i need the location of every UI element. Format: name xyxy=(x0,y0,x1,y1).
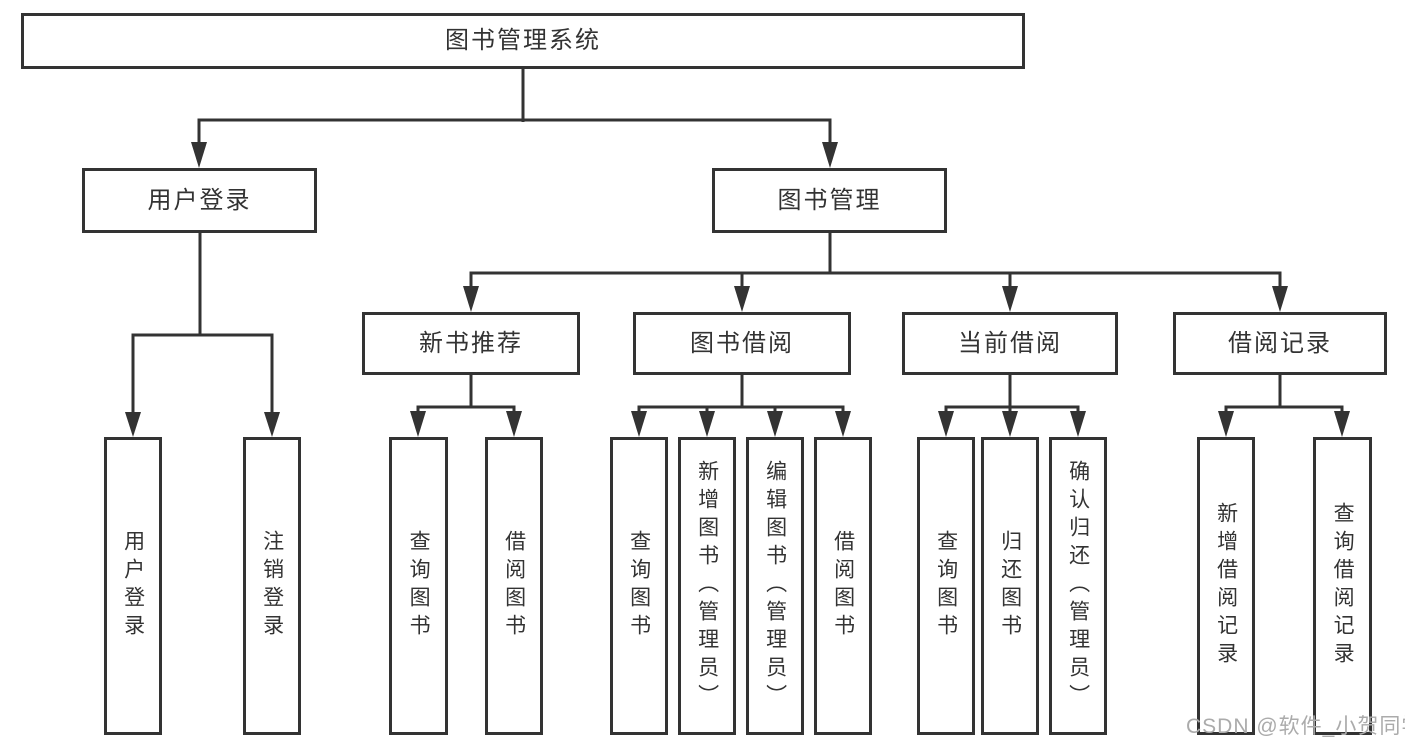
connector-newbook-branch xyxy=(416,405,516,417)
arrowhead-leaf-nb-query xyxy=(410,411,426,437)
arrowhead-records xyxy=(1272,286,1288,312)
arrowhead-userlogin xyxy=(191,142,207,168)
leaf-current-return-books: 归还图书 xyxy=(981,437,1039,735)
arrowhead-newbook xyxy=(463,286,479,312)
arrowhead-bookborrow xyxy=(734,286,750,312)
arrowhead-leaf-bb-add xyxy=(699,411,715,437)
leaf-borrow-edit-books-admin: 编辑图书（管理员） xyxy=(746,437,804,735)
arrowhead-leaf-bb-query xyxy=(631,411,647,437)
leaf-records-query-record: 查询借阅记录 xyxy=(1313,437,1372,735)
node-new-book-recommend: 新书推荐 xyxy=(362,312,580,375)
arrowhead-leaf-nb-borrow xyxy=(506,411,522,437)
leaf-newbook-borrow-books: 借阅图书 xyxy=(485,437,543,735)
arrowhead-leaf-cb-query xyxy=(938,411,954,437)
leaf-newbook-query-books: 查询图书 xyxy=(389,437,448,735)
csdn-watermark: CSDN @软件_小贺同学 xyxy=(1186,715,1405,738)
node-book-management: 图书管理 xyxy=(712,168,947,233)
connector-root-branch xyxy=(197,118,832,146)
connector-userlogin-branch xyxy=(131,333,274,418)
arrowhead-bookmgmt xyxy=(822,142,838,168)
leaf-user-login: 用户登录 xyxy=(104,437,162,735)
arrowhead-leaf-br-add xyxy=(1218,411,1234,437)
arrowhead-leaf-login xyxy=(125,412,141,437)
connector-records-branch xyxy=(1224,405,1344,417)
node-borrow-records: 借阅记录 xyxy=(1173,312,1387,375)
leaf-current-confirm-return-admin: 确认归还（管理员） xyxy=(1049,437,1107,735)
node-current-borrowing: 当前借阅 xyxy=(902,312,1118,375)
arrowhead-leaf-br-query xyxy=(1334,411,1350,437)
arrowhead-leaf-cb-return xyxy=(1002,411,1018,437)
leaf-current-query-books: 查询图书 xyxy=(917,437,975,735)
arrowhead-currentborrow xyxy=(1002,286,1018,312)
arrowhead-leaf-bb-borrow xyxy=(835,411,851,437)
leaf-logout: 注销登录 xyxy=(243,437,301,735)
node-user-login: 用户登录 xyxy=(82,168,317,233)
arrowhead-leaf-cb-confirm xyxy=(1070,411,1086,437)
connector-bookborrow-branch xyxy=(637,405,845,417)
arrowhead-leaf-bb-edit xyxy=(767,411,783,437)
leaf-borrow-query-books: 查询图书 xyxy=(610,437,668,735)
connector-bookmgmt-branch xyxy=(469,271,1282,292)
node-library-management-system: 图书管理系统 xyxy=(21,13,1025,69)
leaf-borrow-add-books-admin: 新增图书（管理员） xyxy=(678,437,736,735)
arrowhead-leaf-logout xyxy=(264,412,280,437)
leaf-records-add-record: 新增借阅记录 xyxy=(1197,437,1255,735)
node-book-borrowing: 图书借阅 xyxy=(633,312,851,375)
leaf-borrow-borrow-books: 借阅图书 xyxy=(814,437,872,735)
